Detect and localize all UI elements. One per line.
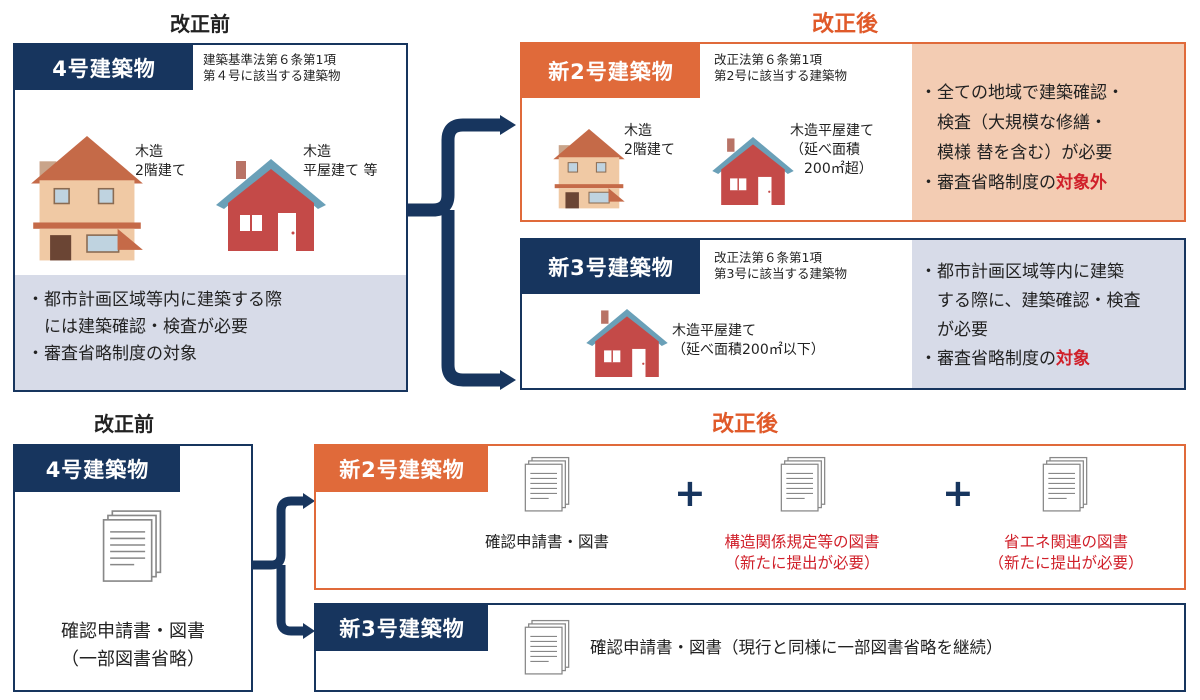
old4-house1-label: 木造 2階建て bbox=[135, 144, 186, 179]
new3-bullet-1: ・都市計画区域等内に建築 する際に、建築確認・検査 が必要 bbox=[920, 262, 1141, 340]
bottom-before-heading: 改正前 bbox=[94, 412, 154, 436]
plus-icon: + bbox=[674, 471, 706, 515]
new2-house1-label: 木造 2階建て bbox=[624, 123, 675, 158]
bottom-old4-card: 4号建築物 確認申請書・図書 （一部図書省略） bbox=[13, 444, 253, 692]
new3-tag: 新3号建築物 bbox=[522, 240, 700, 294]
bottom-old4-tag: 4号建築物 bbox=[15, 446, 180, 492]
new2-tag: 新2号建築物 bbox=[522, 44, 700, 98]
bottom-new2-tag: 新2号建築物 bbox=[316, 446, 488, 492]
new2-house2-label: 木造平屋建て （延べ面積 200㎡超） bbox=[790, 123, 874, 177]
application-document-icon bbox=[522, 456, 572, 520]
bottom-after-heading: 改正後 bbox=[712, 412, 779, 437]
new2-card: 新2号建築物 改正法第６条第1項 第2号に該当する建築物 木造 2階建て 木造平… bbox=[520, 42, 1186, 222]
new3-requirements: ・都市計画区域等内に建築 する際に、建築確認・検査 が必要 ・審査省略制度の対象 bbox=[912, 240, 1184, 388]
new3-included-emphasis: 対象 bbox=[1056, 349, 1090, 369]
new2-two-storey-house-icon bbox=[552, 122, 626, 210]
old4-card: 4号建築物 建築基準法第６条第1項 第４号に該当する建築物 木造 2階建て 木造… bbox=[13, 43, 408, 392]
bottom-new2-doc1-label: 確認申請書・図書 bbox=[484, 533, 609, 551]
bottom-new3-doc-label: 確認申請書・図書（現行と同様に一部図書省略を継続） bbox=[590, 638, 1003, 657]
document-icon bbox=[522, 619, 572, 683]
new2-single-storey-house-icon bbox=[710, 134, 796, 208]
top-before-heading: 改正前 bbox=[170, 12, 230, 36]
old4-description: 建築基準法第６条第1項 第４号に該当する建築物 bbox=[203, 52, 341, 83]
new3-card: 新3号建築物 改正法第６条第1項 第3号に該当する建築物 木造平屋建て （延べ面… bbox=[520, 238, 1186, 390]
bottom-new2-doc2-label: 構造関係規定等の図書 （新たに提出が必要） bbox=[724, 533, 880, 572]
bottom-new3-tag: 新3号建築物 bbox=[316, 605, 488, 651]
bottom-bracket-arrow bbox=[253, 493, 315, 639]
new3-house-label: 木造平屋建て （延べ面積200㎡以下） bbox=[672, 323, 825, 358]
new2-excluded-emphasis: 対象外 bbox=[1056, 173, 1107, 193]
document-stack-icon bbox=[99, 510, 165, 592]
energy-document-icon bbox=[1040, 456, 1090, 520]
new3-description: 改正法第６条第1項 第3号に該当する建築物 bbox=[714, 250, 847, 281]
old4-requirements: ・都市計画区域等内に建築する際 には建築確認・検査が必要 ・審査省略制度の対象 bbox=[15, 275, 406, 390]
new2-bullet-1: ・全ての地域で建築確認・ 検査（大規模な修繕・ 模様 替を含む）が必要 bbox=[920, 83, 1124, 163]
old4-house2-label: 木造 平屋建て 等 bbox=[303, 144, 378, 179]
bottom-new2-doc3-label: 省エネ関連の図書 （新たに提出が必要） bbox=[988, 533, 1144, 572]
plus-icon: + bbox=[942, 471, 974, 515]
new3-bullet-2: ・審査省略制度の対象 bbox=[920, 349, 1090, 369]
top-bracket-arrow bbox=[408, 115, 516, 390]
old4-bullet-2: ・審査省略制度の対象 bbox=[27, 344, 197, 364]
new2-requirements: ・全ての地域で建築確認・ 検査（大規模な修繕・ 模様 替を含む）が必要 ・審査省… bbox=[912, 44, 1184, 220]
new2-description: 改正法第６条第1項 第2号に該当する建築物 bbox=[714, 52, 847, 83]
structural-document-icon bbox=[778, 456, 828, 520]
top-after-heading: 改正後 bbox=[812, 12, 879, 37]
old4-bullet-1: ・都市計画区域等内に建築する際 には建築確認・検査が必要 bbox=[27, 290, 282, 337]
bottom-new2-card: 新2号建築物 確認申請書・図書 + 構造関係規定等の図書 （新たに提出が必要） … bbox=[314, 444, 1186, 590]
new3-single-storey-house-icon bbox=[584, 306, 670, 380]
new2-bullet-2: ・審査省略制度の対象外 bbox=[920, 173, 1107, 193]
bottom-new3-card: 新3号建築物 確認申請書・図書（現行と同様に一部図書省略を継続） bbox=[314, 603, 1186, 692]
two-storey-house-icon bbox=[29, 125, 145, 263]
bottom-old4-doc-label: 確認申請書・図書 （一部図書省略） bbox=[61, 621, 205, 670]
old4-tag: 4号建築物 bbox=[15, 45, 193, 90]
